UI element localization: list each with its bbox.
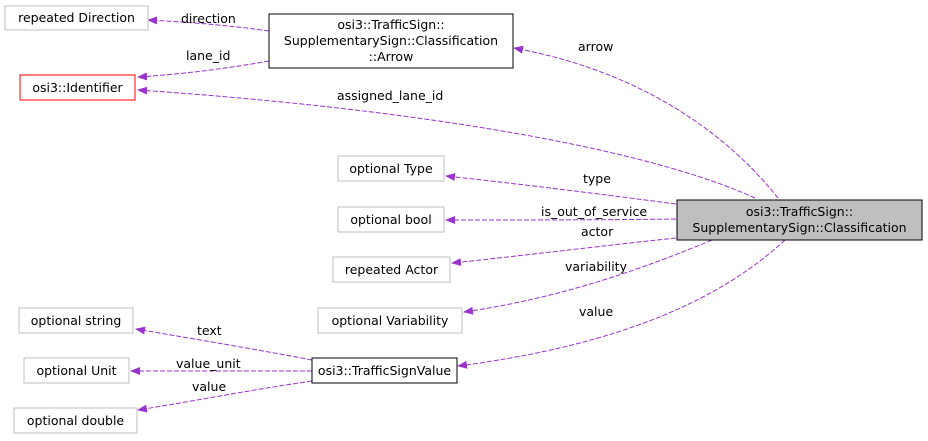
edge-label-value-top: value xyxy=(579,304,613,319)
node-optional-double[interactable]: optional double xyxy=(13,407,138,434)
edge-assigned-lane-id xyxy=(137,86,756,199)
node-label: optional Type xyxy=(349,161,433,176)
node-optional-type[interactable]: optional Type xyxy=(337,155,445,182)
node-label: repeated Direction xyxy=(18,10,135,25)
node-label: osi3::TrafficSignValue xyxy=(318,363,451,378)
node-label: optional bool xyxy=(350,212,431,227)
node-repeated-actor[interactable]: repeated Actor xyxy=(332,256,451,283)
edge-variability xyxy=(463,239,713,315)
edge-is-out-of-service xyxy=(445,215,677,224)
node-label: optional string xyxy=(31,313,122,328)
edge-label-assigned-lane-id: assigned_lane_id xyxy=(337,88,443,103)
node-optional-variability[interactable]: optional Variability xyxy=(317,307,463,334)
node-arrow-class[interactable]: osi3::TrafficSign:: SupplementarySign::C… xyxy=(268,13,514,69)
node-optional-bool[interactable]: optional bool xyxy=(337,206,445,233)
node-optional-unit[interactable]: optional Unit xyxy=(23,357,130,384)
node-label: optional Unit xyxy=(36,363,116,378)
edge-direction xyxy=(147,16,270,32)
node-label: repeated Actor xyxy=(345,262,439,277)
edge-label-arrow: arrow xyxy=(578,39,613,54)
node-label-line-3: ::Arrow xyxy=(369,49,414,64)
node-repeated-direction[interactable]: repeated Direction xyxy=(4,5,149,31)
node-label: osi3::Identifier xyxy=(32,80,123,95)
node-label: optional Variability xyxy=(332,313,449,328)
node-label: optional double xyxy=(27,413,125,428)
edge-label-lane-id: lane_id xyxy=(186,48,230,63)
node-label-line-1: osi3::TrafficSign:: xyxy=(337,17,444,32)
edge-label-text: text xyxy=(197,323,222,338)
node-label-line-2: SupplementarySign::Classification xyxy=(692,220,906,235)
edge-value-top xyxy=(457,239,786,369)
edge-arrow xyxy=(513,45,779,199)
edge-value-bottom xyxy=(137,380,313,413)
edge-actor xyxy=(451,237,677,267)
node-optional-string[interactable]: optional string xyxy=(18,307,134,334)
edge-label-value-bottom: value xyxy=(192,379,226,394)
node-classification-focus[interactable]: osi3::TrafficSign:: SupplementarySign::C… xyxy=(676,199,923,241)
node-identifier[interactable]: osi3::Identifier xyxy=(19,74,136,101)
edge-label-is-out-of-service: is_out_of_service xyxy=(541,204,647,219)
edge-label-variability: variability xyxy=(565,259,628,274)
node-label-line-1: osi3::TrafficSign:: xyxy=(746,204,853,219)
edge-label-actor: actor xyxy=(581,224,614,239)
node-label-line-2: SupplementarySign::Classification xyxy=(284,33,498,48)
edge-label-type: type xyxy=(583,171,611,186)
edge-label-direction: direction xyxy=(181,11,236,26)
edge-label-value-unit: value_unit xyxy=(176,356,241,371)
node-traffic-sign-value[interactable]: osi3::TrafficSignValue xyxy=(311,357,458,384)
edge-text xyxy=(135,326,313,361)
edge-lane-id xyxy=(137,60,270,81)
edge-type xyxy=(445,172,677,205)
